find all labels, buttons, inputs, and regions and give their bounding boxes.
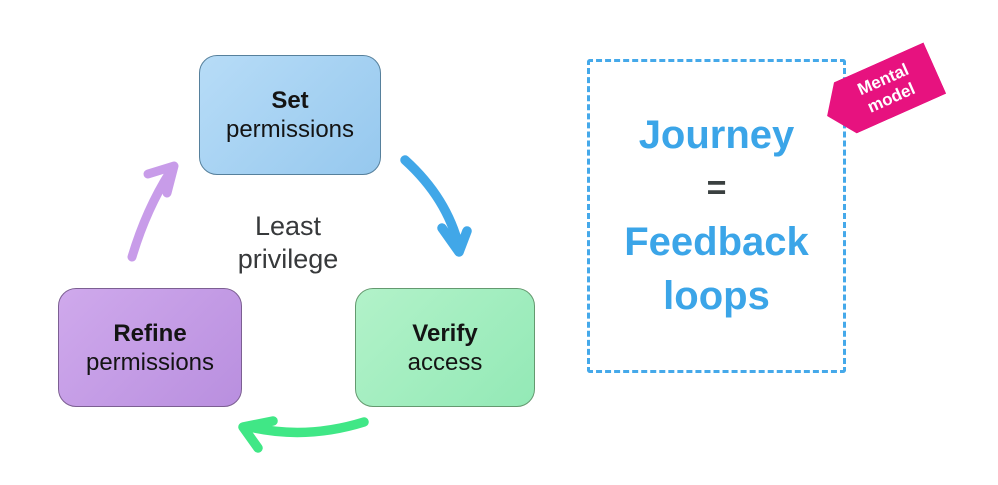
note-dashed-box — [587, 59, 846, 373]
arrow-refine-to-set-icon — [127, 161, 179, 262]
node-verify-access: Verify access — [355, 288, 535, 407]
node-subtitle: access — [407, 348, 483, 376]
arrow-verify-to-refine-icon — [238, 416, 369, 453]
node-subtitle: permissions — [85, 348, 215, 376]
node-set-permissions: Set permissions — [199, 55, 381, 175]
node-refine-permissions: Refine permissions — [58, 288, 242, 407]
arrow-curve — [400, 155, 464, 252]
center-label-line2: privilege — [237, 244, 339, 274]
arrow-head — [437, 223, 472, 257]
arrow-head — [238, 416, 278, 453]
arrow-head — [143, 161, 179, 198]
node-subtitle: permissions — [225, 116, 355, 143]
arrow-curve — [127, 167, 175, 262]
cycle-center-label: Least privilege — [188, 210, 388, 276]
arrow-curve — [245, 417, 369, 438]
note-title: Journey — [638, 113, 795, 157]
node-title: Refine — [113, 319, 187, 347]
note-line3: loops — [663, 274, 770, 318]
arrow-set-to-verify-icon — [400, 155, 472, 257]
note-text-block: Journey = Feedback loops — [587, 59, 846, 324]
node-title: Set — [271, 87, 309, 114]
node-title: Verify — [412, 319, 478, 347]
center-label-line1: Least — [254, 211, 322, 241]
note-equals: = — [706, 169, 727, 207]
note-line2: Feedback — [624, 220, 809, 264]
